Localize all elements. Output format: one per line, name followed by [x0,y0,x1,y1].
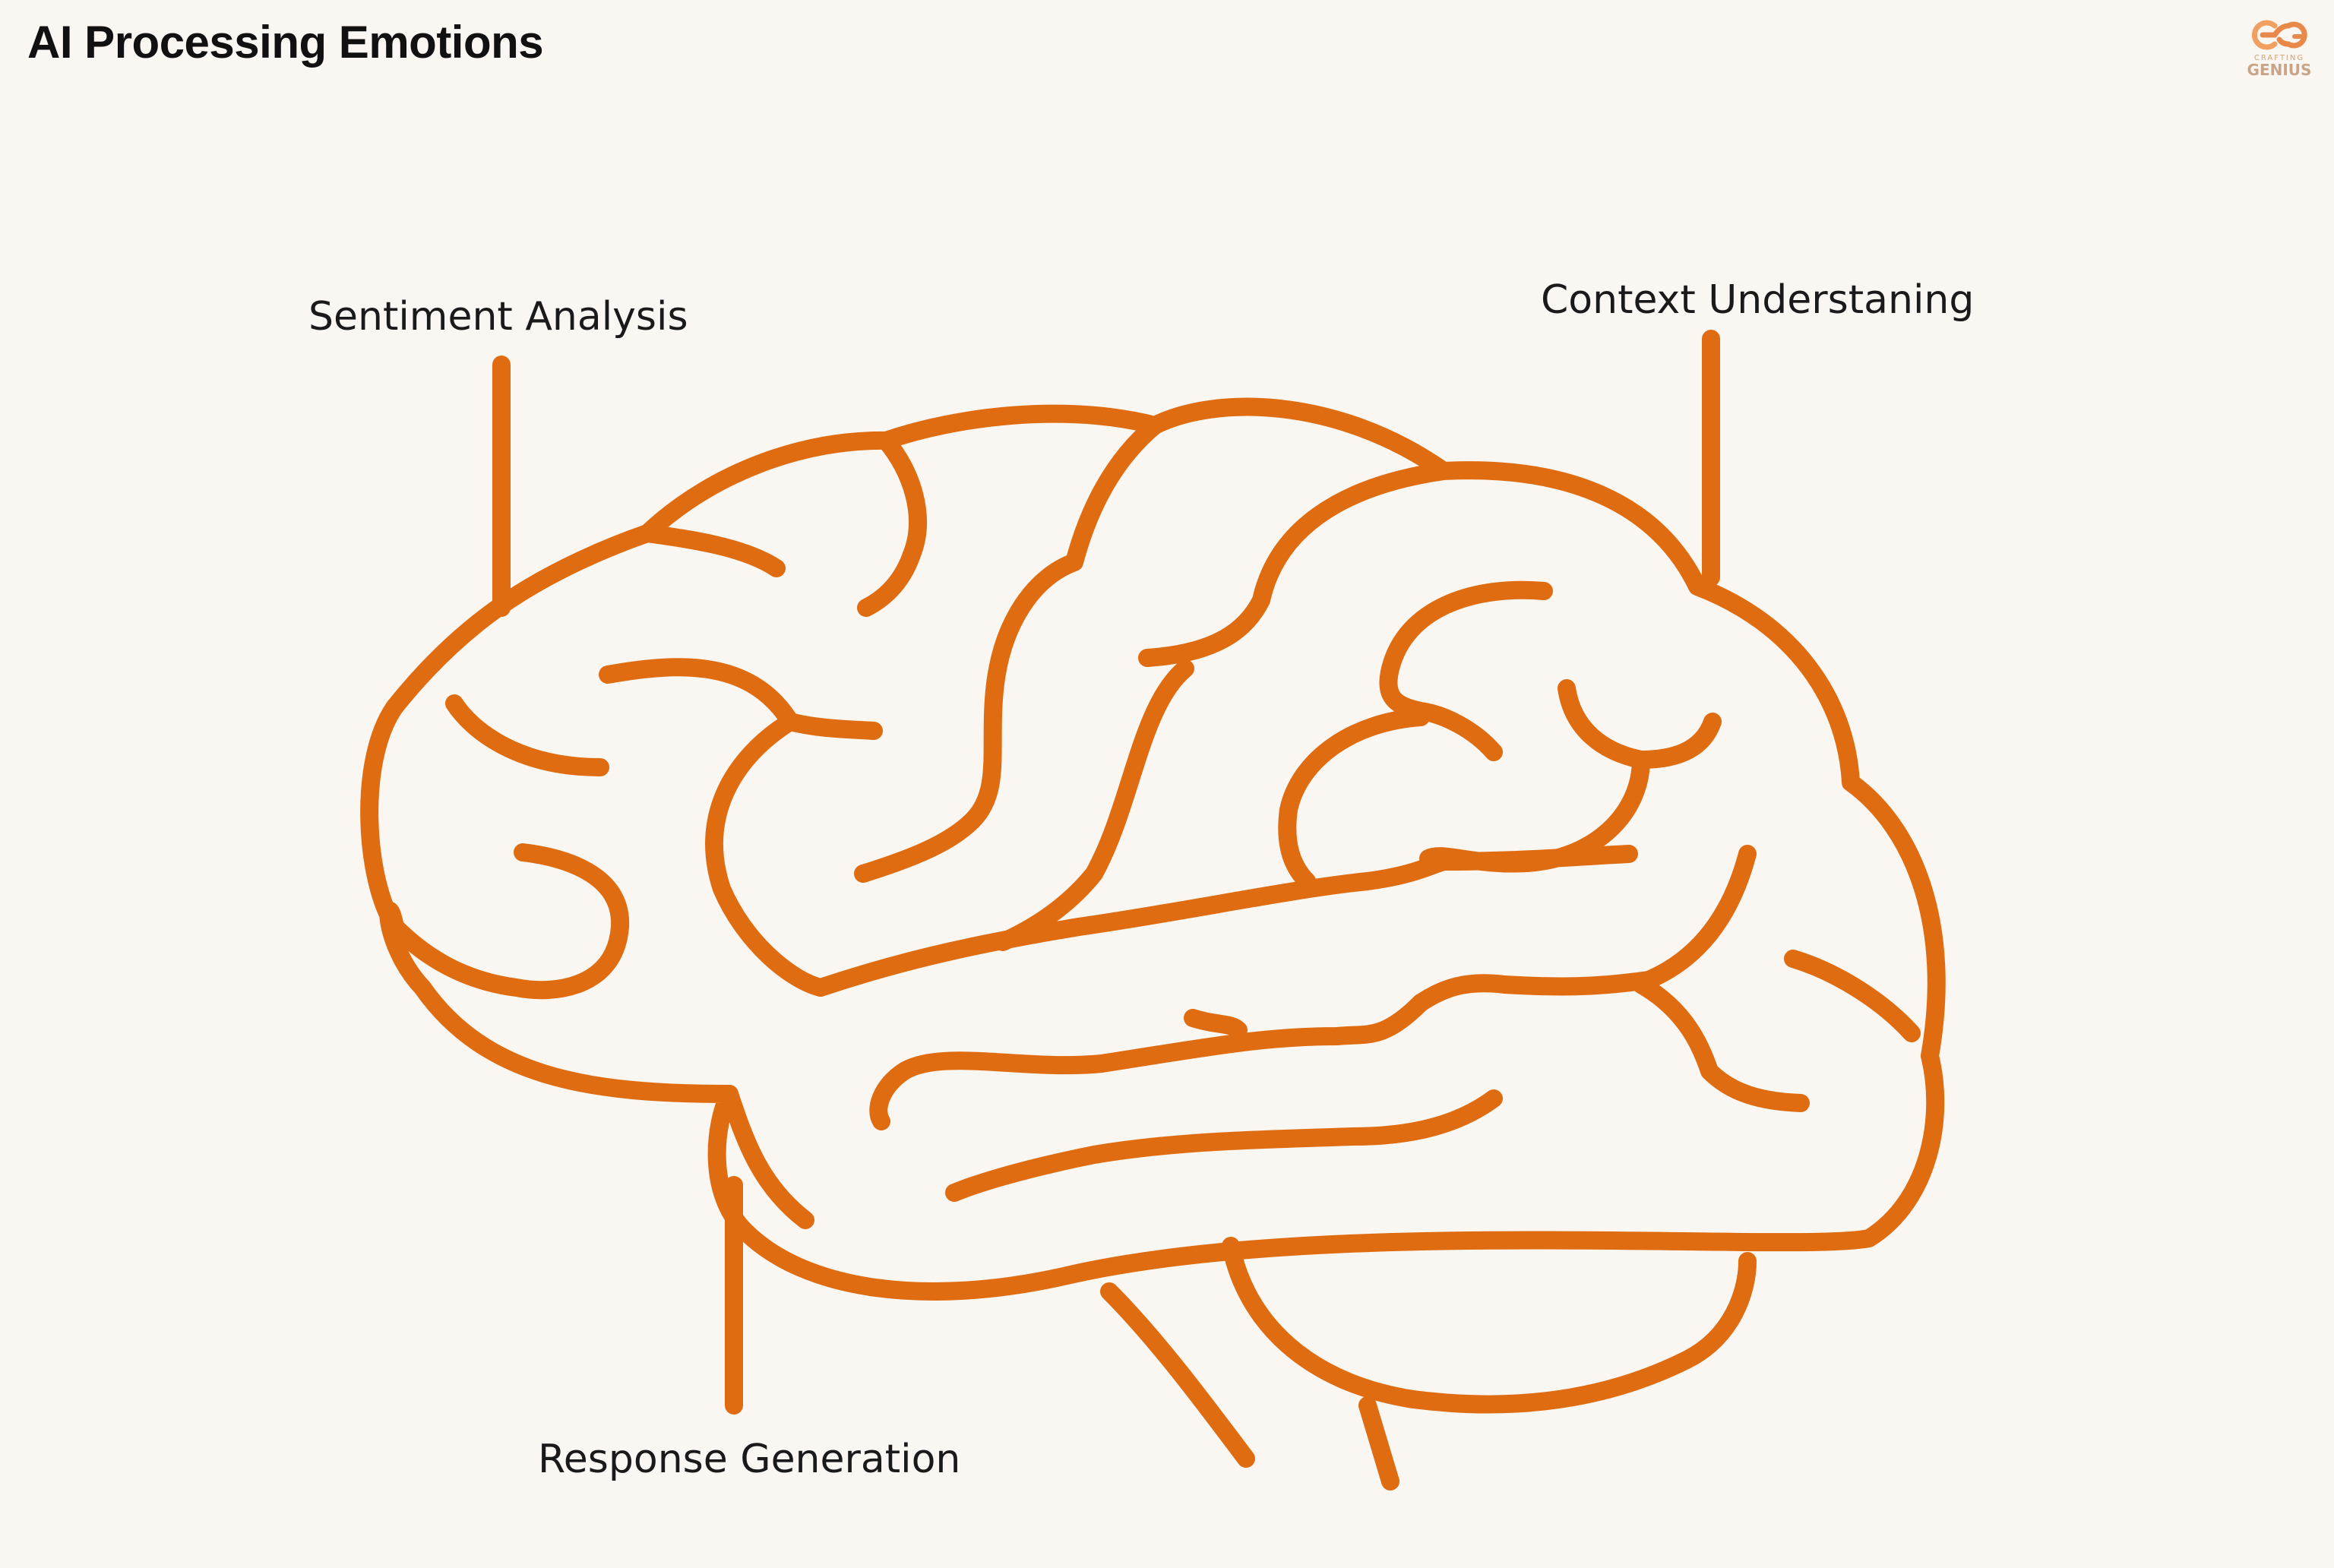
label-context-understanding: Context Understaning [1541,277,1975,323]
fold-central-3 [994,659,1194,951]
fold-central-1 [854,416,1164,883]
fold-sylvian [811,845,1638,997]
fold-parietal-2 [1278,708,1430,890]
brainstem-right [1358,1396,1399,1491]
logo-text-big: GENIUS [2247,61,2312,79]
fold-frontal-3 [445,694,609,776]
fold-frontal-2 [857,432,927,617]
fold-occipital-2 [1632,975,1810,1112]
fold-temporal-2 [1184,1009,1248,1039]
cerebellum [1222,1237,1757,1414]
fold-frontal-4 [599,658,799,731]
cortex-outline [360,397,1946,1301]
fold-occipital-1 [1784,950,1921,1042]
logo-text-small: CRAFTING [2253,54,2305,62]
page-title: AI Processing Emotions [27,17,544,68]
label-sentiment-analysis: Sentiment Analysis [308,294,688,340]
fold-temporal-lower [720,1085,814,1229]
fold-parietal-3 [1558,679,1722,769]
fold-frontal-6 [386,843,630,1000]
fold-frontal-1 [638,524,786,577]
fold-frontal-5 [781,713,883,740]
fold-temporal-1 [869,994,1430,1130]
crafting-genius-logo-icon [2251,20,2307,50]
fold-temporal-upper [1412,845,1757,1012]
label-response-generation: Response Generation [538,1437,961,1482]
fold-temporal-3 [945,1089,1503,1202]
fold-parietal-1 [1379,580,1553,761]
brand-logo: CRAFTING GENIUS [2241,17,2317,77]
brainstem-left [1100,1282,1255,1468]
fold-central-2 [1138,462,1453,667]
fold-frontal-7 [705,713,830,997]
